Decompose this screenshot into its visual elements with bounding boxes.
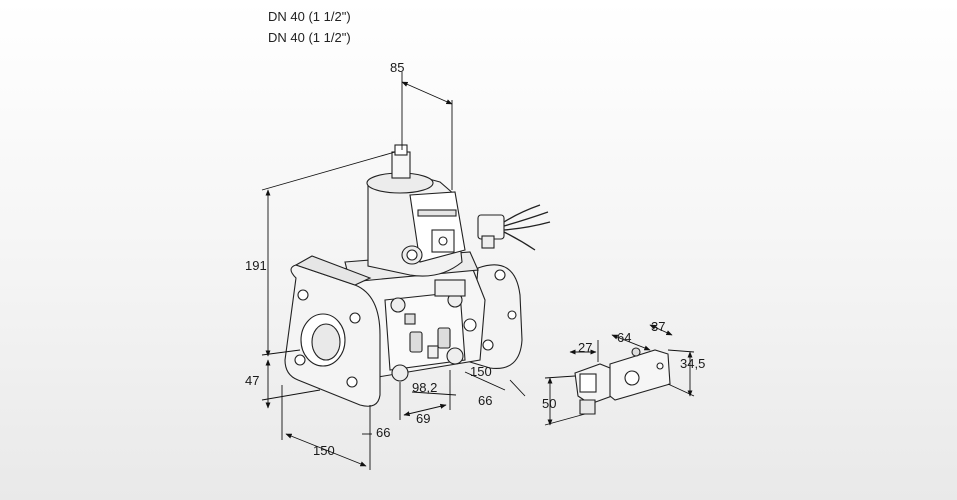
switch-detail xyxy=(574,347,671,415)
solenoid-actuator xyxy=(366,144,466,277)
dim-27: 27 xyxy=(578,340,592,355)
dim-50: 50 xyxy=(542,396,556,411)
dim-150-right: 150 xyxy=(470,364,492,379)
dim-85: 85 xyxy=(390,60,404,75)
dim-69: 69 xyxy=(416,411,430,426)
right-flange xyxy=(469,264,523,369)
pressure-switch-cable xyxy=(477,204,551,251)
title-line-1: DN 40 (1 1/2") xyxy=(268,9,351,24)
title-line-2: DN 40 (1 1/2") xyxy=(268,30,351,45)
lower-connector xyxy=(434,279,477,332)
dim-37: 37 xyxy=(651,319,665,334)
dim-191: 191 xyxy=(245,258,267,273)
valve-assembly xyxy=(284,144,551,407)
dim-47: 47 xyxy=(245,373,259,388)
dimension-lines xyxy=(261,72,695,470)
dim-98-2: 98,2 xyxy=(412,380,437,395)
dim-150-left: 150 xyxy=(313,443,335,458)
left-flange xyxy=(284,255,381,407)
dim-66-left: 66 xyxy=(376,425,390,440)
dim-64: 64 xyxy=(617,330,631,345)
dim-34-5: 34,5 xyxy=(680,356,705,371)
valve-center-block xyxy=(384,291,466,382)
dim-66-right: 66 xyxy=(478,393,492,408)
title-block: DN 40 (1 1/2") DN 40 (1 1/2") xyxy=(268,6,351,48)
